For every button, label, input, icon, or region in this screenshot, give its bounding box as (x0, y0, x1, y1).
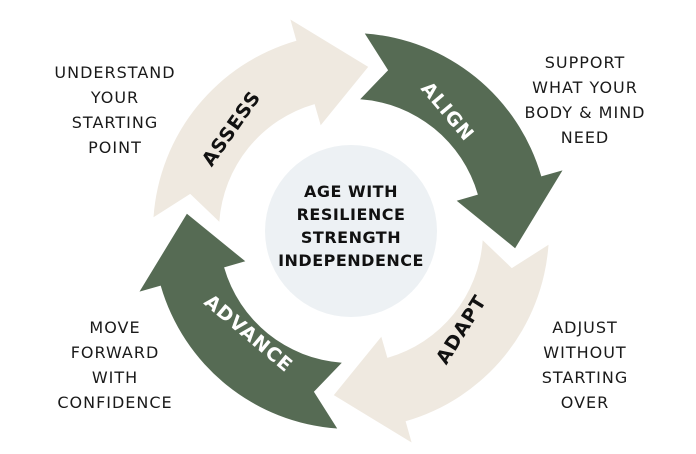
description-line: MOVE (89, 318, 141, 337)
center-line: INDEPENDENCE (278, 251, 424, 270)
arrow-adapt (333, 240, 549, 443)
center-line: STRENGTH (301, 228, 401, 247)
arrow-advance (139, 213, 342, 429)
assess-description: UNDERSTAND YOUR STARTING POINT (30, 60, 200, 160)
description-line: STARTING (71, 113, 159, 132)
arrow-assess (153, 19, 369, 222)
description-line: UNDERSTAND (54, 63, 176, 82)
description-line: POINT (88, 138, 142, 157)
align-description: SUPPORT WHAT YOUR BODY & MIND NEED (500, 50, 670, 150)
center-line: RESILIENCE (297, 205, 406, 224)
description-line: WITHOUT (543, 343, 627, 362)
adapt-description: ADJUST WITHOUT STARTING OVER (500, 315, 670, 415)
advance-description: MOVE FORWARD WITH CONFIDENCE (30, 315, 200, 415)
description-line: NEED (560, 128, 610, 147)
description-line: WITH (91, 368, 139, 387)
center-line: AGE WITH (304, 182, 398, 201)
arrow-align (360, 33, 563, 249)
center-circle (265, 145, 437, 317)
description-line: SUPPORT (544, 53, 626, 72)
description-line: FORWARD (70, 343, 160, 362)
description-line: BODY & MIND (524, 103, 646, 122)
description-line: CONFIDENCE (57, 393, 173, 412)
description-line: ADJUST (552, 318, 618, 337)
description-line: YOUR (90, 88, 140, 107)
description-line: STARTING (541, 368, 629, 387)
description-line: WHAT YOUR (532, 78, 638, 97)
description-line: OVER (560, 393, 610, 412)
